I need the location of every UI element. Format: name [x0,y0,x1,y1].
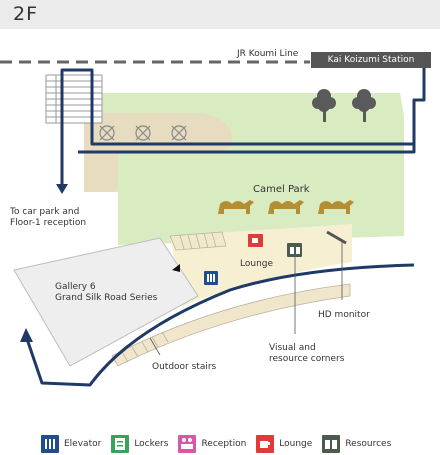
railway-label: JR Koumi Line [237,49,299,59]
resources-icon [322,435,341,453]
lounge-label: Lounge [240,259,274,269]
legend-label-resources: Resources [345,439,392,449]
legend: Elevator Lockers Reception Lounge Resour… [41,434,401,454]
floor-header: 2F [0,0,440,29]
legend-item-lounge: Lounge [256,435,312,453]
hd-monitor-label: HD monitor [318,310,370,320]
stairs-pointer [149,337,161,356]
gallery-label-line1: Gallery 6 [55,282,96,292]
legend-item-elevator: Elevator [41,435,101,453]
car-park-label-line2: Floor-1 reception [10,218,87,228]
legend-item-lockers: Lockers [111,435,168,453]
legend-label-elevator: Elevator [64,439,102,449]
legend-label-reception: Reception [201,439,247,449]
legend-item-reception: Reception [178,435,246,453]
gallery-label-line2: Grand Silk Road Series [55,293,158,303]
route-path [24,68,426,387]
camels-icon [218,200,354,214]
visual-label-line1: Visual and [269,343,316,353]
floor-label: 2F [13,3,39,25]
sand-path [84,113,232,192]
legend-label-lockers: Lockers [134,439,169,449]
elevator-icon [41,435,59,453]
elevator-icon [204,271,218,285]
station-label: Kai Koizumi Station [327,55,415,65]
reception-icon [178,435,197,453]
lounge-icon [248,234,263,247]
outdoor-stairs-label: Outdoor stairs [152,362,217,372]
visual-label-line2: resource corners [269,354,345,364]
station-box [311,52,431,68]
outdoor-stairs [111,283,351,367]
tables [99,125,187,141]
trees-icon [312,89,376,122]
camel-park-label: Camel Park [253,184,310,195]
resources-icon [287,243,302,257]
gallery-area [13,237,199,367]
lockers-icon [111,435,130,453]
legend-label-lounge: Lounge [279,439,313,449]
route-arrow-down [56,184,68,194]
hd-monitor-icon [326,230,347,300]
route-arrow-up [20,328,33,342]
legend-item-resources: Resources [322,435,391,453]
lounge-icon [256,435,275,453]
car-park-label-line1: To car park and [10,207,80,217]
entrance-marker [172,264,180,272]
